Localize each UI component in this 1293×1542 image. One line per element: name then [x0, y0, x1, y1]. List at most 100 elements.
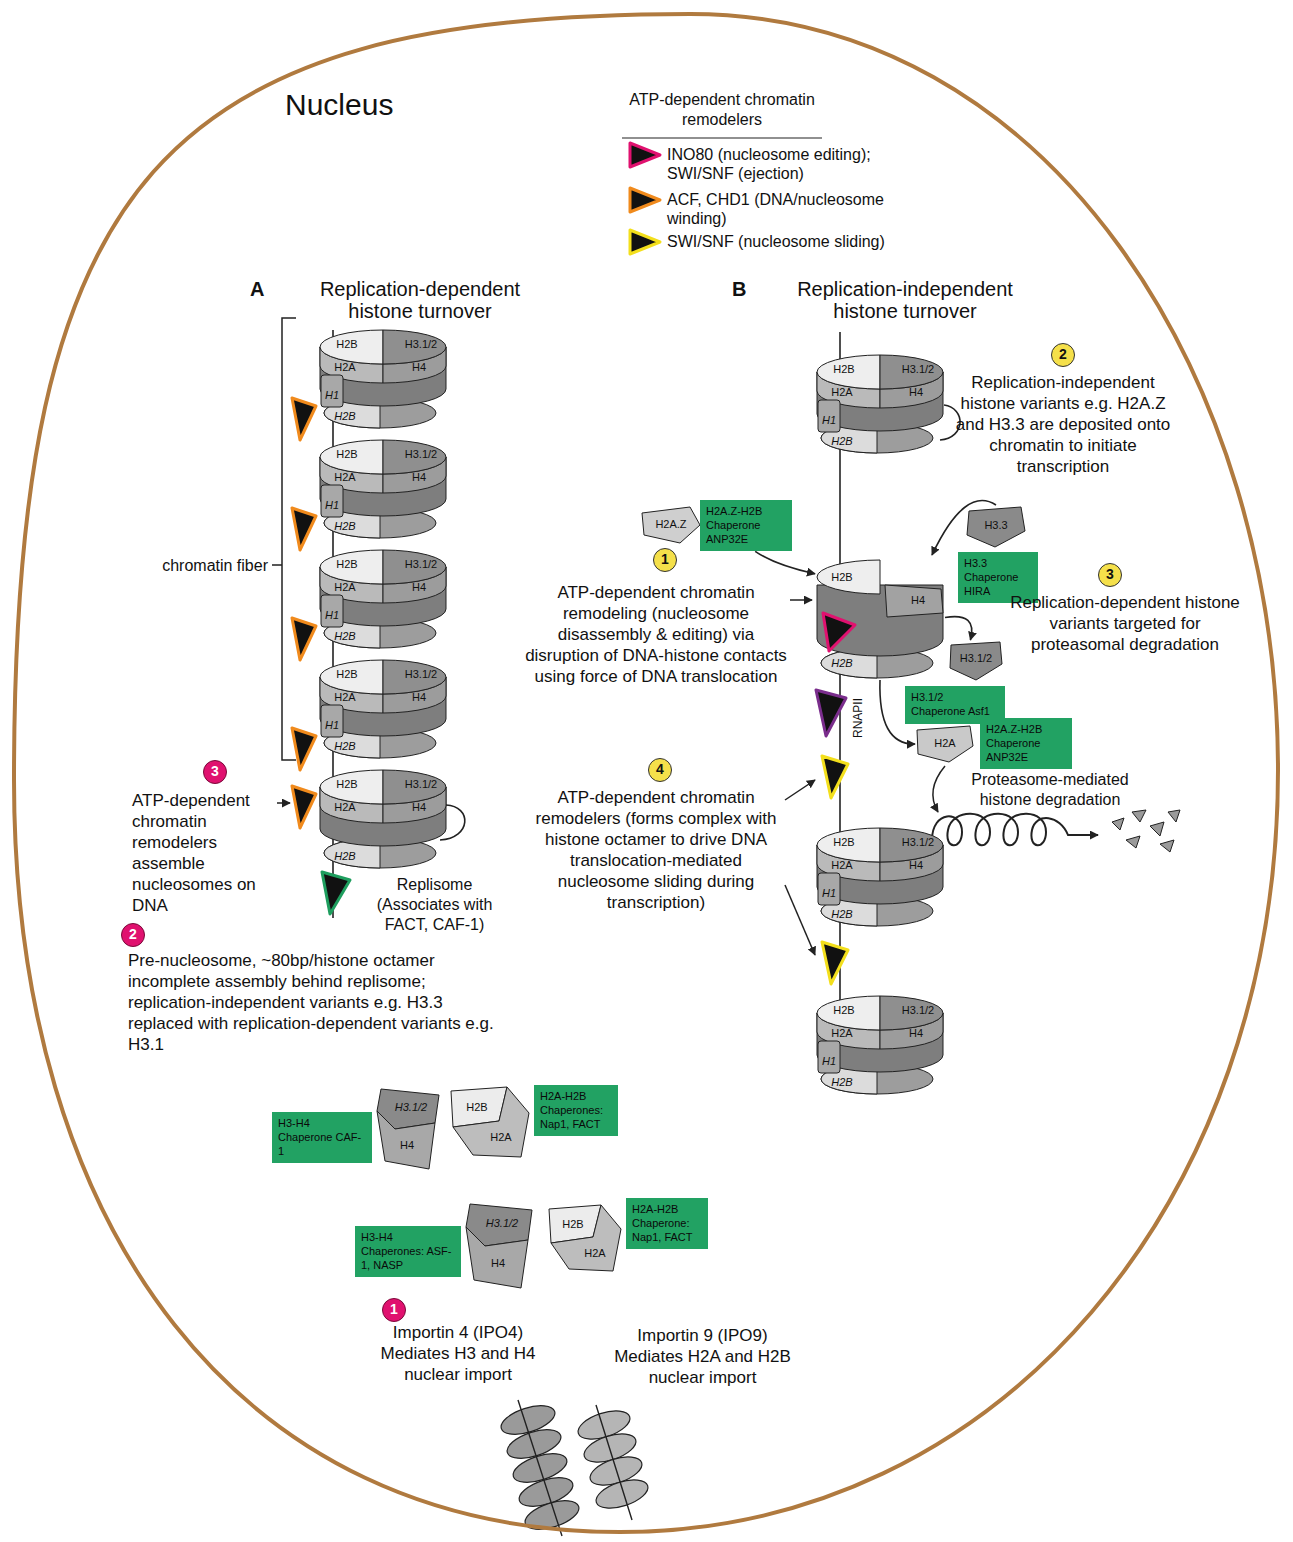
histone-label: H3.1/2	[405, 559, 437, 570]
annotation: Proteasome-mediated histone degradation	[965, 770, 1135, 810]
histone-label: H2B	[336, 669, 357, 680]
annotation: Importin 9 (IPO9) Mediates H2A and H2B n…	[605, 1325, 800, 1388]
histone-label: H3.1/2	[405, 669, 437, 680]
legend-text: SWI/SNF (nucleosome sliding)	[667, 232, 892, 251]
histone-label: H2A	[831, 860, 852, 871]
polymerase-label: RNAPII	[848, 694, 868, 742]
histone-label: H3.1/2	[405, 449, 437, 460]
histone-label: H2B	[466, 1102, 487, 1113]
histone-dimer: H2BH2A	[545, 1203, 623, 1275]
histone-label: H2B	[334, 631, 355, 642]
histone-label: H2B	[831, 909, 852, 920]
annotation: Replisome (Associates with FACT, CAF-1)	[362, 875, 507, 935]
histone-label: H2B	[831, 1077, 852, 1088]
bracket	[272, 318, 296, 760]
nucleosome: H2BH3.1/2H2AH4H1H2B	[318, 655, 448, 760]
histone-label: H1	[325, 720, 339, 731]
legend-samples	[630, 143, 660, 254]
histone-label: H1	[325, 390, 339, 401]
histone-label: H4	[412, 362, 426, 373]
histone-label: H3.1/2	[902, 1005, 934, 1016]
callout-number: 4	[649, 759, 671, 780]
chaperone-box: H3-H4 Chaperone CAF-1	[272, 1112, 372, 1163]
histone-label: H2A	[334, 582, 355, 593]
curved-arrow	[755, 551, 815, 574]
histone-label: H2B	[833, 837, 854, 848]
chaperone-text: H2A.Z-H2B Chaperone ANP32E	[706, 505, 786, 546]
nucleosome: H2BH3.1/2H2AH4H1H2B	[815, 991, 945, 1096]
shape-outline	[375, 1085, 443, 1175]
histone-label: H4	[412, 802, 426, 813]
callout-text: ATP-dependent chromatin remodelers assem…	[132, 790, 274, 916]
shape-outline	[545, 1203, 623, 1275]
chaperone-text: H3-H4 Chaperones: ASF-1, NASP	[361, 1231, 455, 1272]
histone-label: H2B	[334, 851, 355, 862]
callout-text: ATP-dependent chromatin remodeling (nucl…	[525, 582, 787, 687]
histone-fragments	[1112, 810, 1180, 852]
section-letter: B	[732, 278, 762, 300]
callout-number: 3	[1099, 564, 1121, 585]
histone-label: H3.1/2	[405, 339, 437, 350]
histone-label: H4	[491, 1258, 505, 1269]
histone-label: H2A	[490, 1132, 511, 1143]
callout-number: 1	[654, 549, 676, 570]
callout-text: Pre-nucleosome, ~80bp/histone octamer in…	[128, 950, 506, 1055]
histone-label: H1	[822, 888, 836, 899]
nucleosome: H2BH4H2B	[815, 555, 945, 680]
histone-label: H2B	[336, 559, 357, 570]
section-heading: Replication-independent histone turnover	[770, 278, 1040, 322]
histone-label: H3.1/2	[395, 1102, 427, 1113]
legend-text: INO80 (nucleosome editing); SWI/SNF (eje…	[667, 145, 892, 183]
chaperone-text: H3.3 Chaperone HIRA	[964, 557, 1032, 598]
chaperone-text: H2A-H2B Chaperone: Nap1, FACT	[632, 1203, 702, 1244]
chaperone-box: H2A-H2B Chaperone: Nap1, FACT	[626, 1198, 708, 1249]
chaperone-box: H2A.Z-H2B Chaperone ANP32E	[980, 718, 1072, 769]
histone-dimer: H3.1/2H4	[464, 1200, 536, 1295]
histone-label: H3.3	[984, 520, 1007, 531]
nucleosome: H2BH3.1/2H2AH4H1H2B	[815, 823, 945, 928]
remodeler-symbol	[292, 398, 316, 828]
histone-label: H3.1/2	[902, 837, 934, 848]
histone-label: H2A	[334, 802, 355, 813]
section-heading: Replication-dependent histone turnover	[290, 278, 550, 322]
callout-text: Replication-independent histone variants…	[950, 372, 1176, 477]
callout-circle: 3	[203, 760, 227, 784]
replisome-symbol	[322, 872, 350, 914]
shape-outline	[447, 1085, 532, 1160]
chaperone-text: H3-H4 Chaperone CAF-1	[278, 1117, 366, 1158]
histone-label: H2B	[336, 449, 357, 460]
histone-label: H4	[911, 595, 925, 606]
dna-strand	[333, 330, 960, 1050]
section-letter: A	[250, 278, 280, 300]
histone-label: H4	[412, 582, 426, 593]
histone-label: H2B	[562, 1219, 583, 1230]
chaperone-text: H2A.Z-H2B Chaperone ANP32E	[986, 723, 1066, 764]
histone-label: H2A	[334, 692, 355, 703]
callout-circle: 2	[121, 923, 145, 947]
histone-label: H2B	[831, 572, 852, 583]
histone-label: H1	[822, 415, 836, 426]
histone-label: H2B	[833, 1005, 854, 1016]
histone-label: H2B	[334, 741, 355, 752]
histone-label: H2A	[334, 362, 355, 373]
legend-rule	[622, 137, 822, 138]
histone-dimer: H2B H2A	[447, 1085, 532, 1160]
chaperone-text: H3.1/2 Chaperone Asf1	[911, 691, 999, 719]
histone-dimer: H3.1/2	[948, 640, 1004, 682]
bracket-label: chromatin fiber	[146, 556, 268, 576]
histone-dimer: H3.1/2H4	[375, 1085, 443, 1175]
callout-circle: 1	[653, 548, 677, 572]
callout-number: 2	[1052, 344, 1074, 365]
histone-dimer: H3.3	[965, 505, 1027, 549]
histone-label: H2A	[334, 472, 355, 483]
histone-label: H2B	[334, 521, 355, 532]
legend-heading: ATP-dependent chromatin remodelers	[622, 90, 822, 130]
histone-label: H2B	[334, 411, 355, 422]
callout-circle: 1	[382, 1298, 406, 1322]
callout-number: 3	[204, 761, 226, 782]
callout-text: Importin 4 (IPO4) Mediates H3 and H4 nuc…	[378, 1322, 538, 1385]
importin-coil	[498, 1400, 652, 1536]
histone-label: H2B	[831, 658, 852, 669]
histone-label: H4	[400, 1140, 414, 1151]
callout-text: Replication-dependent histone variants t…	[1005, 592, 1245, 655]
